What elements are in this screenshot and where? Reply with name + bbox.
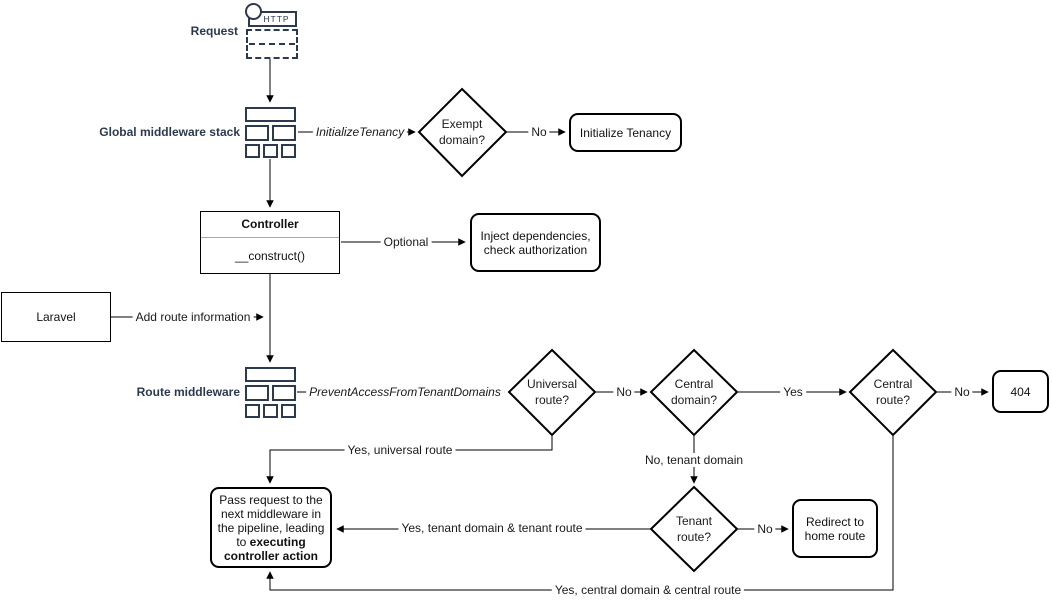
central-domain-label: Central domain? [670,377,718,407]
edge-label-prevent-access: PreventAccessFromTenantDomains [306,385,504,399]
edge-label-initialize-tenancy: InitializeTenancy [312,125,408,139]
pass-request-text: Pass request to the next middleware in t… [217,492,325,549]
edge-label-central-route-no: No [951,385,973,399]
laravel-box: Laravel [1,292,111,342]
controller-title: Controller [201,212,339,238]
request-label: Request [190,24,238,38]
edge-label-yes-universal-route: Yes, universal route [344,443,456,457]
edge-label-yes-central-route: Yes, central domain & central route [551,583,745,597]
universal-route-diamond [507,348,597,437]
edge-label-optional: Optional [380,235,432,249]
central-domain-diamond [649,348,739,437]
pass-request-box: Pass request to the next middleware in t… [210,487,332,568]
edge-label-central-domain-yes: Yes [780,385,806,399]
edge-label-tenant-route-no: No [754,522,776,536]
tenant-route-label: Tenant route? [675,514,713,544]
central-route-label: Central route? [873,377,913,407]
exempt-domain-label: Exempt domain? [438,117,486,147]
tenant-route-diamond [649,485,739,573]
universal-route-label: Universal route? [526,377,577,407]
pass-request-bold-text: executing controller action [223,534,318,563]
edge-label-universal-no: No [613,385,635,399]
edge-label-exempt-no: No [528,125,550,139]
edge-label-add-route-information: Add route information [132,310,254,324]
http-request-icon: HTTP [245,3,298,59]
controller-box: Controller __construct() [200,211,340,274]
exempt-domain-diamond [417,87,508,178]
404-box: 404 [992,370,1049,413]
route-middleware-stack-icon [245,367,296,418]
central-route-diamond [848,348,938,437]
route-middleware-label: Route middleware [136,385,240,399]
http-request-circle-icon [245,3,262,20]
redirect-home-box: Redirect to home route [792,499,878,558]
initialize-tenancy-box: Initialize Tenancy [569,113,682,152]
global-middleware-stack-icon [245,107,296,158]
http-request-body-icon [246,29,298,59]
inject-dependencies-box: Inject dependencies, check authorization [470,213,601,272]
controller-construct-method: __construct() [234,249,306,263]
edge-label-no-tenant-domain: No, tenant domain [641,453,747,467]
global-middleware-label: Global middleware stack [99,125,240,139]
edge-label-yes-tenant-route: Yes, tenant domain & tenant route [398,521,586,535]
